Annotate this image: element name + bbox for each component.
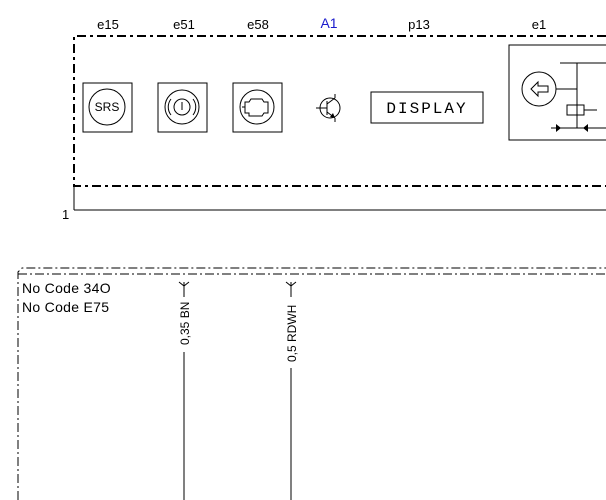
component-label-a1[interactable]: A1 [320,15,337,31]
engine-warning-lamp [232,82,283,133]
component-label-p13: p13 [408,17,430,32]
transistor-icon [316,94,341,122]
instrument-cluster-outline [73,35,606,187]
wire-bn: 0,35 BN [178,281,192,500]
option-frame-outline [17,267,606,500]
component-label-e1: e1 [532,17,546,32]
wire-rdwh: 0,5 RDWH [285,281,299,500]
srs-lamp: SRS [82,82,133,133]
component-label-e51: e51 [173,17,195,32]
wire-label-rdwh: 0,5 RDWH [285,305,299,362]
connector-pin-label: 1 [62,207,69,222]
component-label-e58: e58 [247,17,269,32]
component-label-e15: e15 [97,17,119,32]
srs-icon: SRS [95,100,120,114]
brake-warning-lamp [157,82,208,133]
display-text: DISPLAY [386,100,467,118]
condition-line-2: No Code E75 [22,299,109,315]
wire-label-bn: 0,35 BN [178,302,192,345]
lamp-circuit-icon [521,62,606,132]
engine-warning-icon [239,89,275,125]
display-module: DISPLAY [370,91,484,124]
lamp-circuit [508,44,606,141]
condition-line-1: No Code 34O [22,280,111,296]
brake-warning-icon [164,89,200,125]
